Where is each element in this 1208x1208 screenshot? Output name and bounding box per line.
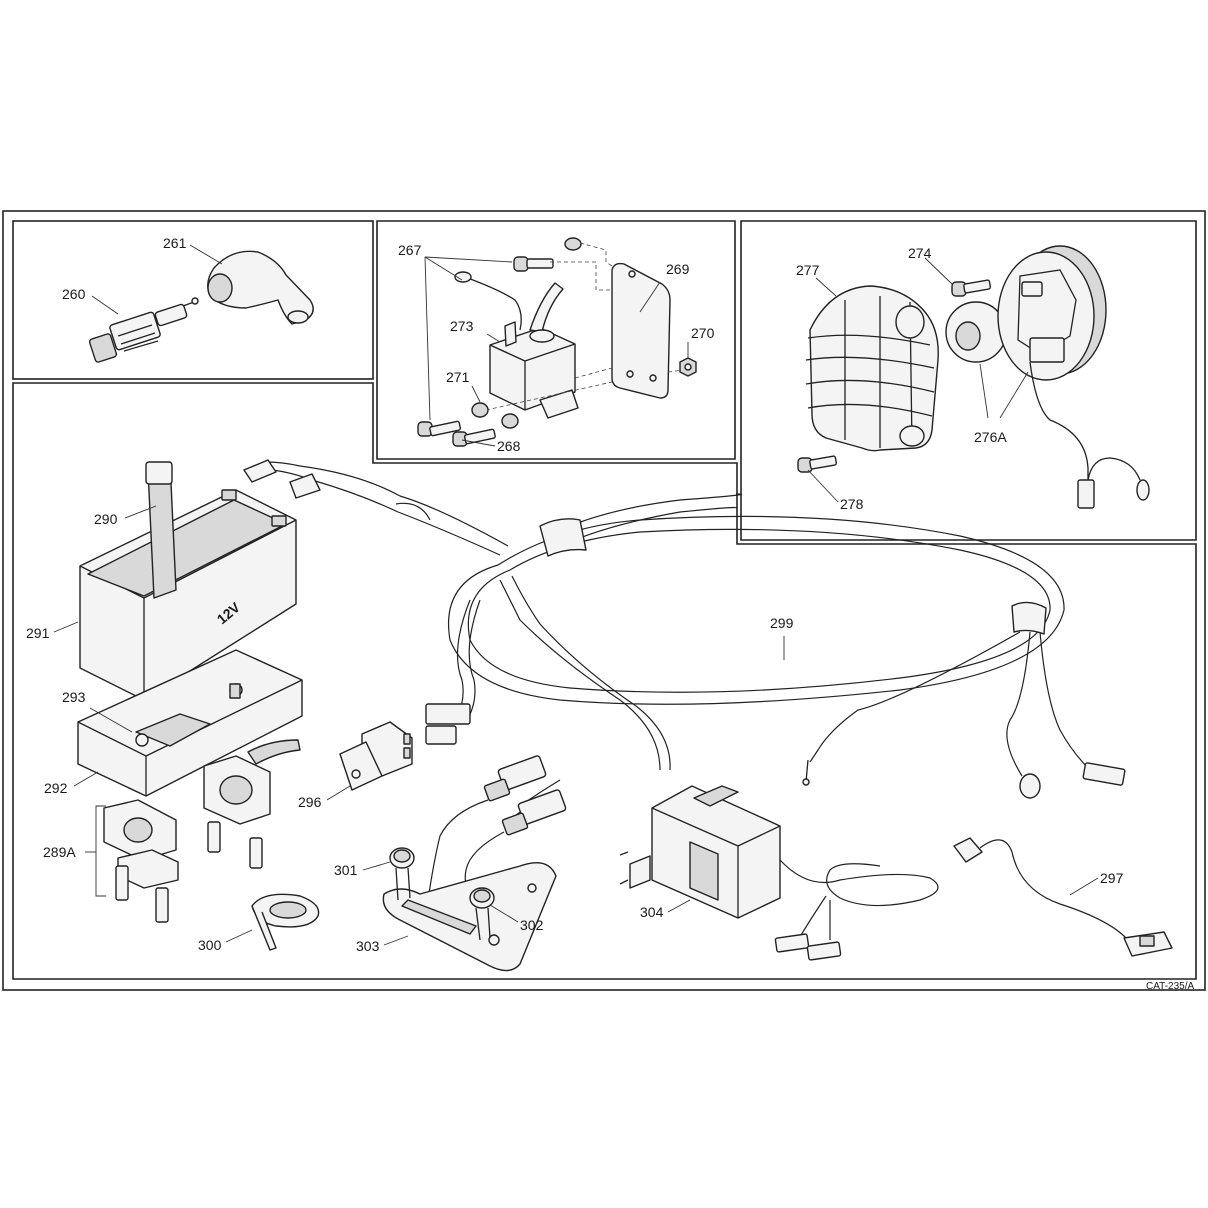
label-293: 293 [62, 689, 86, 705]
label-290: 290 [94, 511, 118, 527]
part-labels: 261 260 267 269 270 273 271 268 274 277 … [26, 235, 1124, 954]
cable-297 [953, 837, 1173, 957]
label-261: 261 [163, 235, 187, 251]
flywheel-cover-277 [805, 285, 939, 452]
wiring-harness-299 [243, 459, 1126, 799]
switch-301 [389, 847, 415, 901]
switch-302 [469, 887, 495, 941]
flywheel-assembly [797, 245, 1150, 509]
label-296: 296 [298, 794, 322, 810]
screw-278 [797, 455, 838, 473]
label-291: 291 [26, 625, 50, 641]
label-274: 274 [908, 245, 932, 261]
battery-box-292 [77, 649, 303, 797]
spark-plug-cap [207, 250, 314, 325]
ignition-coil-assembly [417, 237, 697, 447]
screws-268 [417, 402, 519, 447]
label-260: 260 [62, 286, 86, 302]
panel-flywheel [740, 220, 1197, 541]
charger-304 [619, 785, 939, 961]
label-302: 302 [520, 917, 544, 933]
panel-ignition-coil [376, 220, 736, 460]
label-301: 301 [334, 862, 358, 878]
label-300: 300 [198, 937, 222, 953]
bracket-269 [611, 262, 671, 399]
panel-frames [2, 210, 1206, 991]
flywheel-stator [997, 245, 1107, 381]
mounting-clamps-289a [85, 739, 301, 923]
nut-270 [679, 357, 697, 377]
label-299: 299 [770, 615, 794, 631]
label-270: 270 [691, 325, 715, 341]
label-278: 278 [840, 496, 864, 512]
relay-296 [339, 721, 413, 791]
label-304: 304 [640, 904, 664, 920]
outer-frame [2, 210, 1206, 991]
panel-wiring-main [12, 382, 1197, 980]
switch-plate-303 [382, 847, 557, 972]
label-292: 292 [44, 780, 68, 796]
label-289a: 289A [43, 844, 76, 860]
catalog-reference: CAT-235/A [1146, 981, 1194, 992]
label-271: 271 [446, 369, 470, 385]
label-268: 268 [497, 438, 521, 454]
label-267: 267 [398, 242, 422, 258]
label-297: 297 [1100, 870, 1124, 886]
screw-267 [513, 237, 582, 272]
switch-harness-connectors [427, 755, 567, 911]
screw-274 [951, 279, 992, 297]
leader-lines [53, 244, 1099, 946]
ignition-coil-273 [489, 282, 579, 419]
label-273: 273 [450, 318, 474, 334]
label-269: 269 [666, 261, 690, 277]
label-303: 303 [356, 938, 380, 954]
label-276a: 276A [974, 429, 1007, 445]
spark-plug [88, 297, 199, 363]
panel-spark-plug [12, 220, 374, 380]
battery-291: 12V [79, 461, 297, 701]
tape-roll-300 [251, 893, 320, 951]
label-277: 277 [796, 262, 820, 278]
